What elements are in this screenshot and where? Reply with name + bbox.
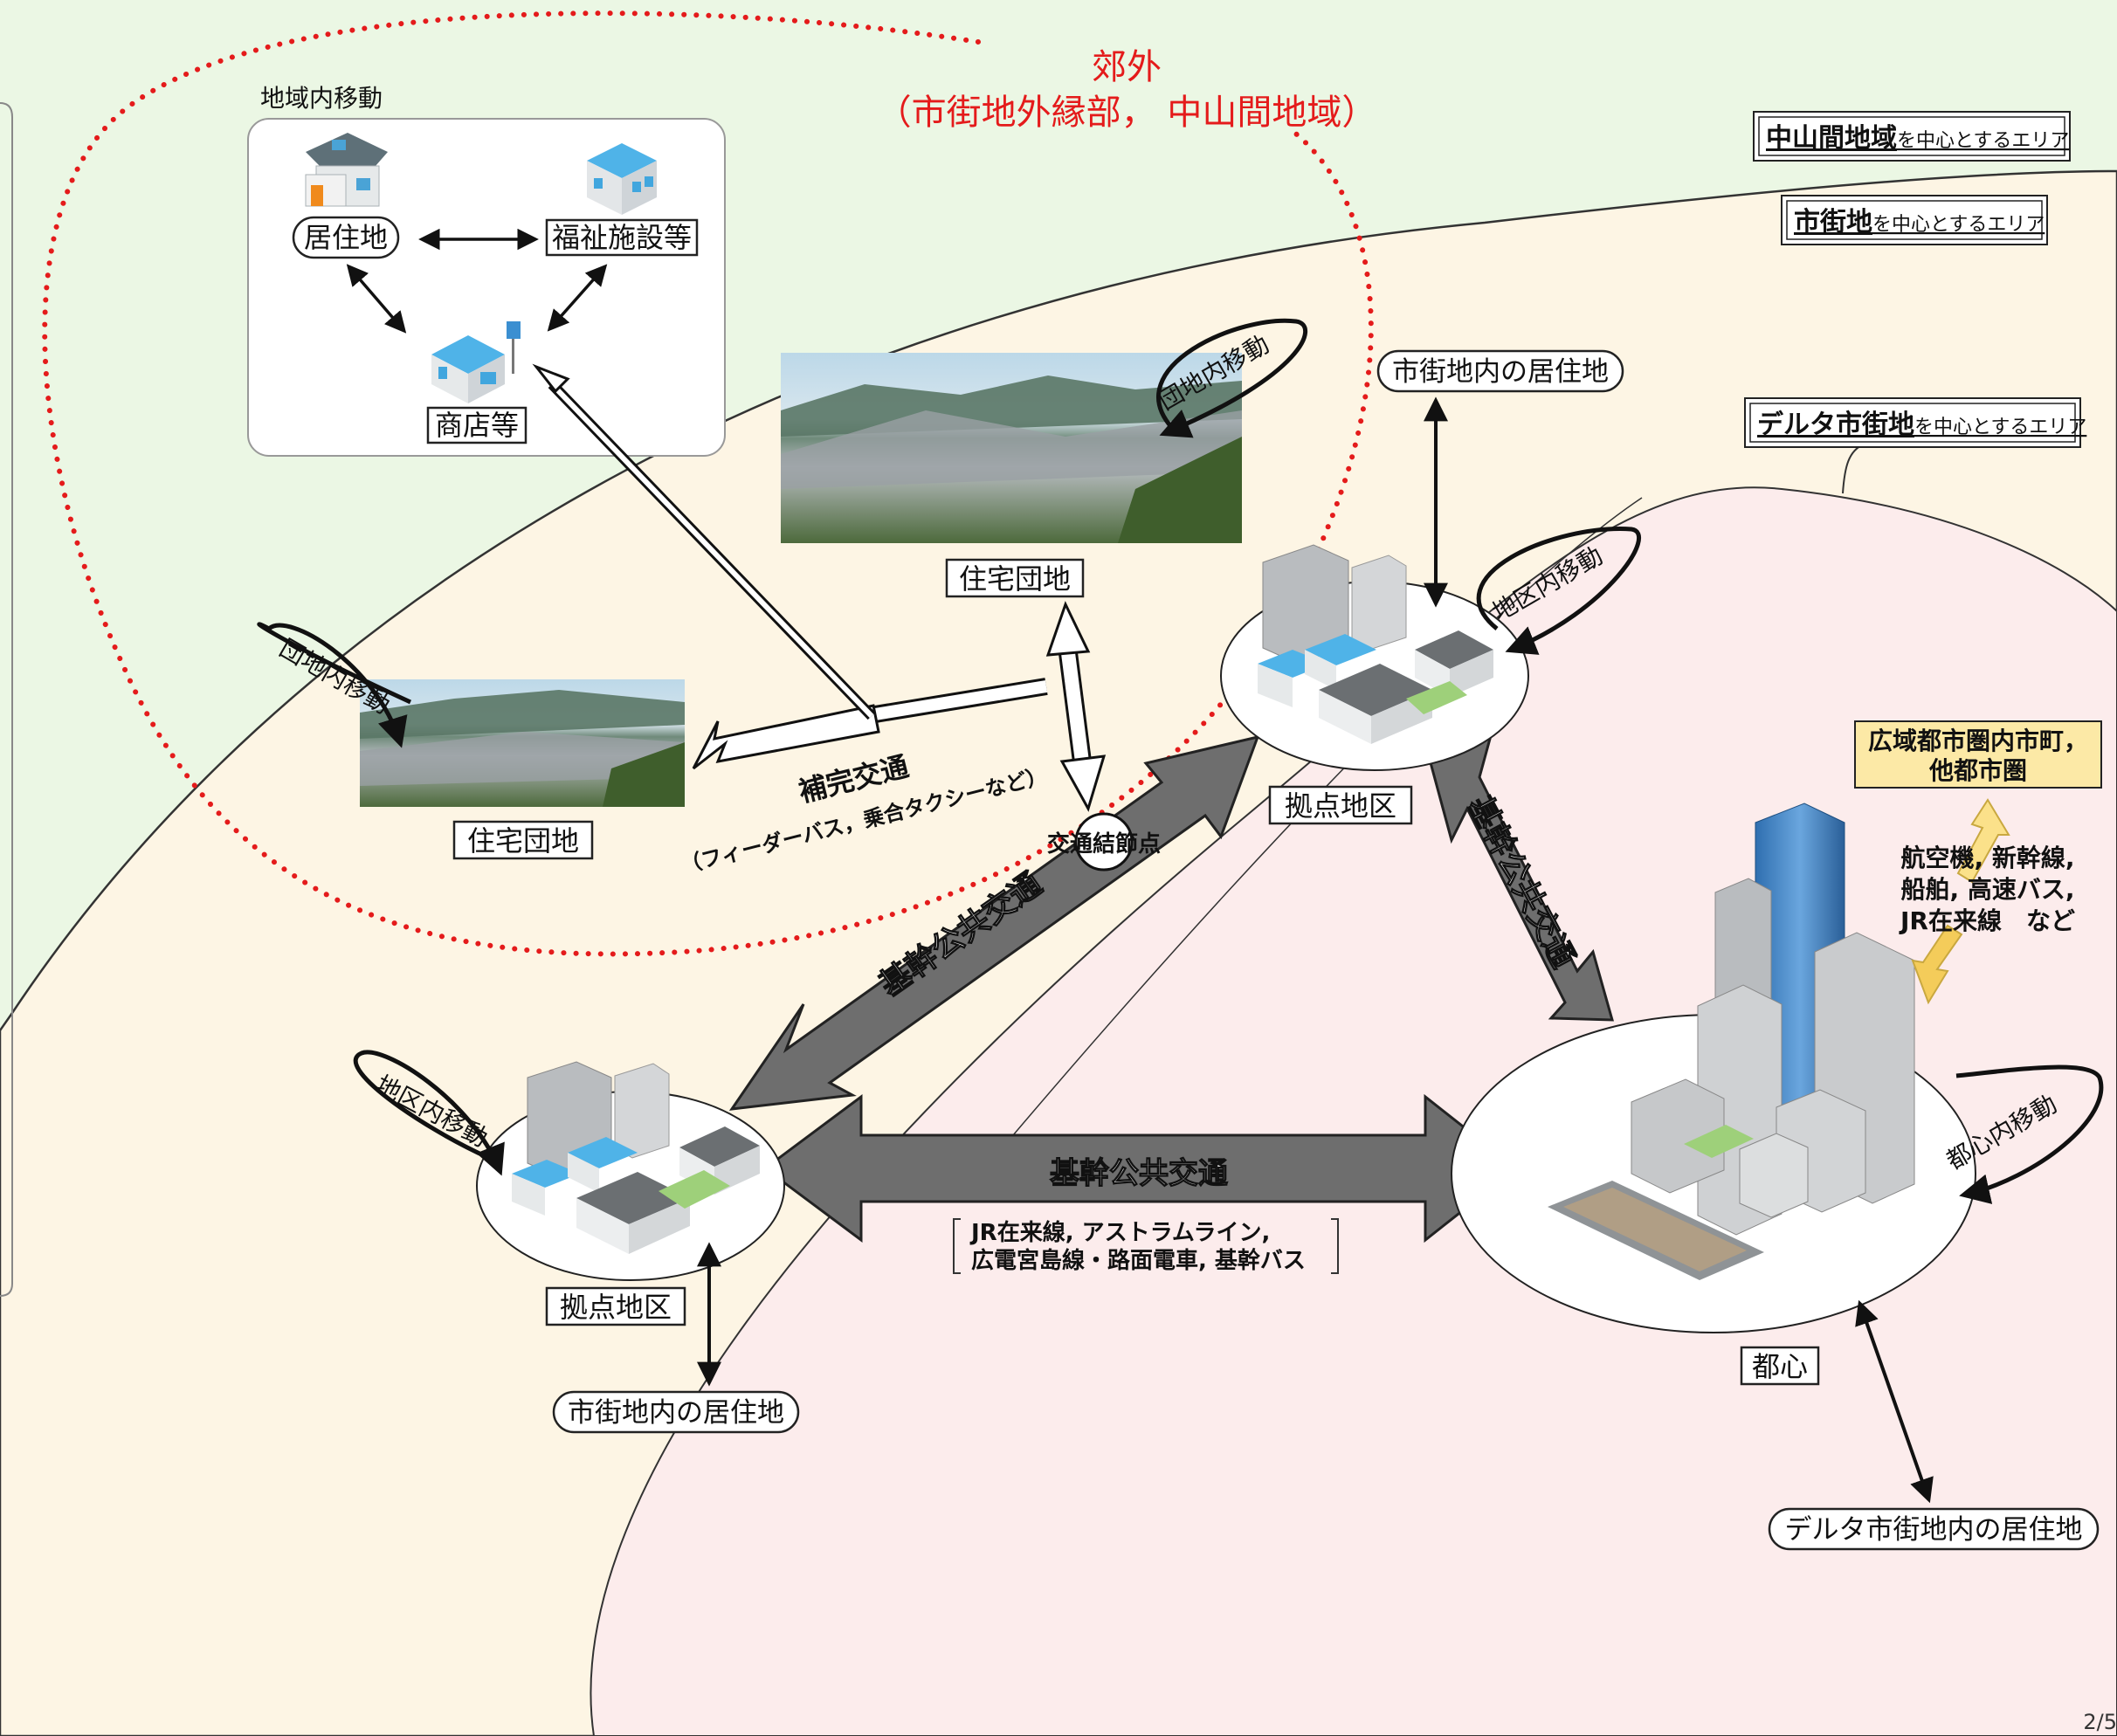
residence-shop-arrow bbox=[346, 264, 407, 334]
delta-residence-box bbox=[1768, 1507, 2100, 1551]
city-center-cluster bbox=[1451, 803, 1976, 1333]
wide-area-line-2: 他都市圏 bbox=[1928, 756, 2027, 785]
residence-label-box bbox=[292, 216, 400, 259]
urban-residence-bottom-label: 市街地内の居住地 bbox=[568, 1397, 784, 1429]
hub-lower-label: 拠点地区 bbox=[560, 1291, 672, 1324]
welfare-shop-arrow bbox=[547, 264, 608, 332]
shop-icon bbox=[431, 321, 521, 403]
housing-estate-photo-top bbox=[781, 353, 1242, 543]
hub-upper-box bbox=[1268, 785, 1413, 825]
delta-area-label: デルタ市街地を中心とするエリア bbox=[1744, 397, 2086, 448]
estate-internal-loop-top bbox=[1156, 318, 1308, 438]
residence-label: 居住地 bbox=[304, 221, 388, 254]
wide-area-box bbox=[1854, 720, 2102, 789]
external-transport-line-3: JR在来線 など bbox=[1899, 906, 2075, 935]
house-icon bbox=[305, 133, 388, 207]
shop-label: 商店等 bbox=[435, 409, 519, 442]
welfare-label-box bbox=[545, 218, 699, 257]
mountain-area-label: 中山間地域を中心とするエリア bbox=[1753, 111, 2071, 162]
hub-lower-cluster bbox=[476, 1061, 785, 1281]
welfare-building-icon bbox=[587, 143, 657, 215]
urban-residence-bottom-box bbox=[552, 1390, 800, 1434]
trunk-horizontal-sub-2: 広電宮島線・路面電車, 基幹バス bbox=[971, 1247, 1306, 1274]
hub-upper-cluster bbox=[1220, 544, 1529, 771]
district-internal-loop-upper bbox=[1476, 527, 1642, 655]
hub-lower-box bbox=[545, 1286, 686, 1326]
suburb-title: 郊外 bbox=[1092, 47, 1162, 87]
city-center-label: 都心 bbox=[1752, 1350, 1808, 1383]
suburb-dotted-boundary bbox=[42, 10, 1374, 957]
urban-area-label: 市街地を中心とするエリア bbox=[1781, 195, 2048, 245]
complementary-transport-arrows bbox=[532, 363, 1107, 812]
side-panel-edge bbox=[0, 102, 13, 1297]
trunk-horizontal-sub-1: JR在来線, アストラムライン, bbox=[969, 1219, 1270, 1246]
welfare-label: 福祉施設等 bbox=[552, 221, 692, 254]
external-transport-arrows bbox=[1911, 798, 2010, 1005]
city-center-box bbox=[1740, 1346, 1820, 1386]
shop-label-box bbox=[426, 406, 528, 444]
hub-upper-label: 拠点地区 bbox=[1285, 789, 1396, 823]
svg-text:デルタ市街地を中心とするエリア: デルタ市街地を中心とするエリア bbox=[1757, 410, 2086, 440]
external-transport-line-1: 航空機, 新幹線, bbox=[1900, 844, 2074, 872]
housing-estate-top-label: 住宅団地 bbox=[959, 562, 1071, 596]
transfer-node-label: 交通結節点 bbox=[1047, 830, 1161, 858]
transfer-node-circle bbox=[1074, 812, 1134, 871]
housing-estate-photo-left bbox=[360, 679, 685, 807]
svg-text:中山間地域を中心とするエリア: 中山間地域を中心とするエリア bbox=[1766, 123, 2069, 154]
urban-residence-top-label: 市街地内の居住地 bbox=[1392, 356, 1609, 388]
trunk-arrow-vertical bbox=[1427, 736, 1614, 1022]
housing-estate-top-box bbox=[945, 558, 1085, 598]
delta-residence-arrow bbox=[1855, 1299, 1934, 1504]
trunk-horizontal-bracket bbox=[953, 1218, 1339, 1274]
wide-area-line-1: 広域都市圏内市町， bbox=[1868, 727, 2088, 755]
external-transport-line-2: 船舶, 高速バス, bbox=[1900, 875, 2074, 904]
estate-internal-loop-left bbox=[257, 622, 412, 748]
svg-text:市街地を中心とするエリア: 市街地を中心とするエリア bbox=[1794, 207, 2045, 238]
urban-residence-top-box bbox=[1376, 349, 1624, 393]
trunk-horizontal-label: 基幹公共交通 bbox=[1050, 1156, 1228, 1191]
housing-estate-left-box bbox=[452, 820, 594, 860]
center-internal-loop bbox=[1955, 1064, 2104, 1204]
delta-residence-label: デルタ市街地内の居住地 bbox=[1785, 1514, 2083, 1546]
page-number: 2/5 bbox=[2083, 1710, 2117, 1734]
suburb-subtitle: （市街地外縁部， 中山間地域） bbox=[877, 93, 1377, 133]
local-mobility-title: 地域内移動 bbox=[260, 84, 383, 113]
district-internal-loop-lower bbox=[353, 1050, 505, 1176]
housing-estate-left-label: 住宅団地 bbox=[467, 824, 579, 858]
